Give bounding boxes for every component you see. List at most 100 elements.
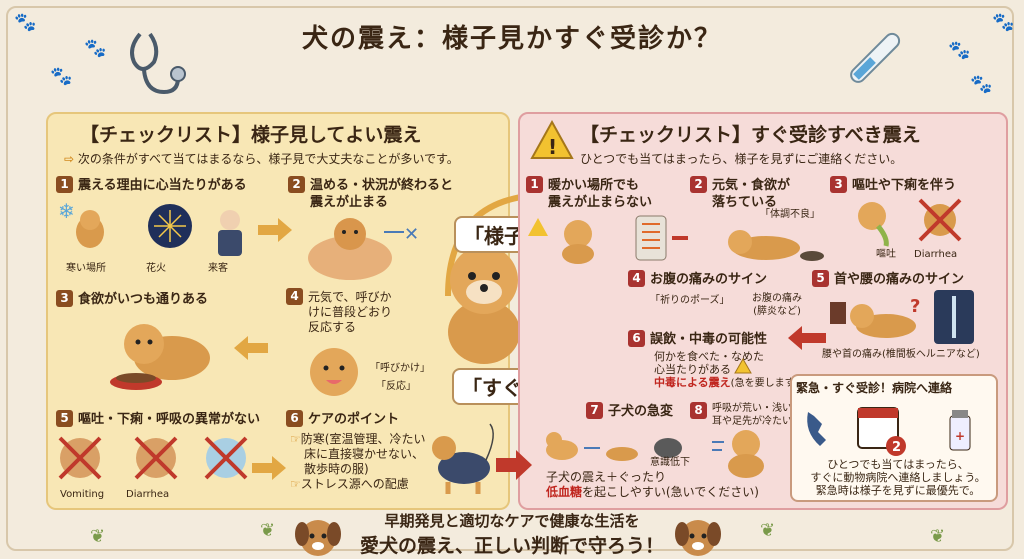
arrow-left-icon	[788, 326, 826, 350]
care-line: 散歩時の服)	[304, 462, 369, 476]
footer-line-1: 早期発見と適切なケアで健康な生活を	[384, 512, 640, 530]
wait-item-4: 4	[286, 288, 308, 306]
wait-item-4-text: 元気で、呼びかけに普段どおり反応する	[308, 290, 392, 335]
label-response: 「反応」	[376, 381, 416, 392]
back-pain-illustration: ?	[830, 290, 974, 344]
label-cold-place: 寒い場所	[66, 263, 106, 274]
arrow-right-icon	[252, 456, 286, 480]
thermometer-icon	[850, 32, 901, 83]
item-text: ケアのポイント	[308, 412, 400, 427]
detail-line: 呼吸が荒い・浅い、	[712, 403, 802, 414]
item-text-line2: 震えが止まらない	[548, 195, 653, 210]
number-badge: 4	[286, 288, 303, 305]
detail-line-2: を起こしやすい(急いでください)	[582, 485, 759, 499]
dog-face-icon	[675, 520, 721, 556]
hypoglycemia-warning: 低血糖	[546, 485, 583, 499]
number-badge: 1	[56, 176, 73, 193]
number-badge: 6	[628, 330, 645, 347]
calendar-number: 2	[892, 440, 901, 455]
number-badge: 3	[830, 176, 847, 193]
item-text: 元気・食欲が	[712, 178, 791, 193]
care-line: 防寒(室温管理、冷たい	[300, 432, 426, 446]
warning-icon: !	[530, 119, 574, 159]
shivering-dog-heater-illustration	[528, 215, 688, 264]
leaf-icon: ❦	[930, 526, 946, 547]
visit-item-8: 8	[690, 402, 712, 420]
panting-dog-illustration	[712, 430, 764, 478]
item-text: 温める・状況が終わると	[310, 178, 454, 193]
visit-item-1: 1 暖かい場所でも震えが止まらない	[526, 176, 652, 211]
wait-item-6: 6 ケアのポイント	[286, 410, 399, 428]
paw-icon: 🐾	[948, 40, 971, 61]
happy-dog-illustration	[310, 348, 358, 396]
no-symptoms-illustrations	[58, 436, 248, 480]
label-visitor: 来客	[208, 263, 228, 274]
label-text: お腹の痛み	[752, 293, 802, 304]
number-badge: 2	[288, 176, 305, 193]
number-badge: 6	[286, 410, 303, 427]
paw-icon: 🐾	[970, 74, 993, 95]
dog-eating-illustration	[110, 324, 210, 390]
item1-illustrations: ❄	[58, 199, 242, 256]
label-vomit: 嘔吐	[876, 249, 896, 260]
urgent-message: ひとつでも当てはまったら、すぐに動物病院へ連絡しましょう。緊急時は様子を見ずに最…	[800, 458, 996, 497]
vomiting-diarrhea-illustration	[858, 198, 962, 247]
sick-puppy-illustration	[546, 432, 682, 461]
visit-checklist-heading: 【チェックリスト】すぐ受診すべき震え	[580, 124, 921, 146]
leaf-icon: ❦	[760, 520, 776, 541]
lying-dog-illustration	[728, 230, 824, 261]
urgent-line: すぐに動物病院へ連絡しましょう。	[810, 471, 986, 484]
breathing-details: 呼吸が荒い・浅い、耳や足先が冷たい	[712, 402, 802, 428]
label-diarrhea: Diarrhea	[126, 489, 170, 500]
svg-text:?: ?	[910, 296, 920, 317]
leaf-icon: ❦	[90, 526, 106, 547]
paw-icon: 🐾	[992, 12, 1015, 33]
page-frame	[6, 6, 1014, 551]
label-text-line2: (膵炎など)	[753, 306, 801, 317]
poisoning-details: 何かを食べた・なめた心当たりがある中毒による震え(急を要します)	[654, 350, 798, 390]
visit-item-4: 4 お腹の痛みのサイン	[628, 270, 767, 288]
paw-icon: 🐾	[84, 38, 107, 59]
item-text: お腹の痛みのサイン	[650, 272, 768, 287]
number-badge: 4	[628, 270, 645, 287]
dog-face-icon	[295, 520, 341, 556]
number-badge: 8	[690, 402, 707, 419]
item-text: 暖かい場所でも	[548, 178, 640, 193]
wait-checklist-subheading: ⇨ 次の条件がすべて当てはまるなら、様子見で大丈夫なことが多いです。	[64, 150, 459, 167]
svg-text:✕: ✕	[404, 224, 419, 245]
number-badge: 1	[526, 176, 543, 193]
urgent-line: 緊急時は様子を見ずに最優先で。	[815, 484, 981, 497]
arrow-right-icon	[496, 450, 532, 480]
urgent-title: 緊急・すぐ受診！病院へ連絡	[796, 381, 953, 395]
item-text: 首や腰の痛みのサイン	[834, 272, 965, 287]
label-diarrhea-right: Diarrhea	[914, 249, 958, 260]
page-title: 犬の震え：様子見かすぐ受診か？	[301, 24, 722, 54]
wait-item-3: 3 食欲がいつも通りある	[56, 290, 208, 308]
urgent-icons: 2 +	[807, 407, 971, 456]
puppy-details: 子犬の震え＋ぐったり低血糖を起こしやすい(急いでください)	[546, 470, 759, 500]
label-prayer-pose: 「祈りのポーズ」	[650, 295, 730, 306]
care-points: ☞防寒(室温管理、冷たい 床に直接寝かせない、 散歩時の服) ☞ストレス源への配…	[290, 432, 425, 492]
wait-checklist-panel	[46, 112, 510, 510]
item-text: 食欲がいつも通りある	[78, 292, 209, 307]
label-vomiting: Vomiting	[60, 489, 105, 500]
stethoscope-icon	[130, 32, 186, 95]
subheading-text: 次の条件がすべて当てはまるなら、様子見で大丈夫なことが多いです。	[77, 152, 459, 166]
urgency-note: (急を要します)	[730, 378, 799, 389]
wait-item-2: 2 温める・状況が終わると震えが止まる	[288, 176, 453, 211]
paw-icon: 🐾	[14, 12, 37, 33]
label-neck-back-pain: 腰や首の痛み(椎間板ヘルニアなど)	[822, 349, 980, 360]
svg-text:!: !	[548, 135, 557, 159]
number-badge: 3	[56, 290, 73, 307]
visit-checklist-subheading: ひとつでも当てはまったら、様子を見ずにご連絡ください。	[580, 152, 903, 166]
arrow-right-icon: ⇨	[64, 152, 75, 166]
snowflake-icon: ❄	[58, 199, 75, 223]
number-badge: 2	[690, 176, 707, 193]
item-text-line2: 震えが止まる	[310, 195, 389, 210]
care-line: ストレス源への配慮	[300, 477, 409, 491]
